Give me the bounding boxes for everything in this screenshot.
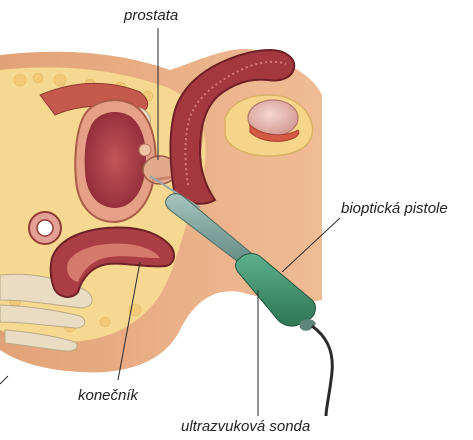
bladder-inner	[85, 112, 146, 208]
seminal-vesicle	[139, 144, 151, 156]
leader-left-edge	[0, 376, 8, 384]
label-ultrasound-probe: ultrazvuková sonda	[181, 418, 310, 435]
label-prostate: prostata	[124, 7, 178, 24]
probe-cable	[312, 326, 332, 416]
label-biopsy-gun: bioptická pistole	[341, 200, 448, 217]
label-rectum: konečník	[78, 387, 138, 404]
intestine-loop	[29, 212, 61, 244]
